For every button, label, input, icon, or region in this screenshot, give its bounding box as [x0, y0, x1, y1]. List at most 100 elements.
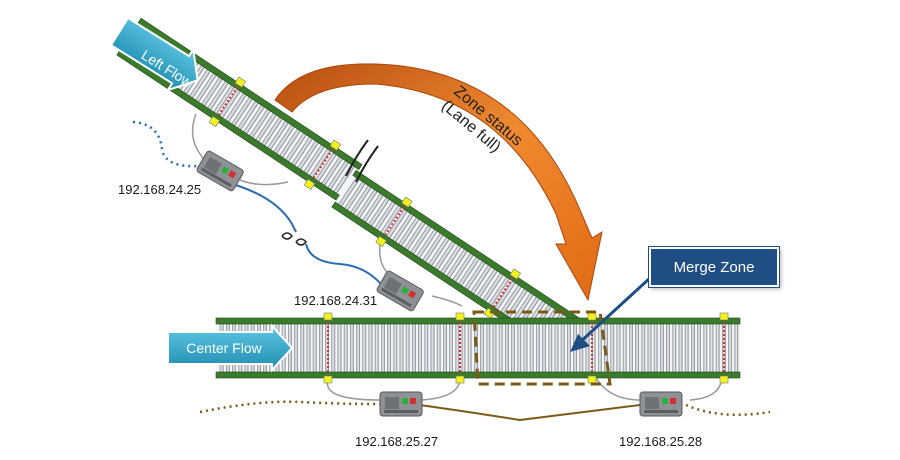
- zone-status-arrow: [274, 63, 603, 302]
- merge-zone-outline: [472, 310, 612, 386]
- sensor: [719, 375, 729, 384]
- roller: [728, 323, 733, 373]
- sensor: [329, 139, 342, 151]
- roller: [660, 323, 664, 373]
- roller: [405, 323, 410, 373]
- roller: [418, 323, 423, 373]
- roller: [647, 323, 652, 373]
- cable-break-mark-2: [295, 238, 307, 246]
- cable-brown-dotted-left: [199, 400, 383, 414]
- roller: [393, 323, 398, 373]
- roller: [598, 323, 602, 373]
- cable-brown-solid: [419, 404, 641, 422]
- sensor: [323, 312, 333, 321]
- roller: [703, 323, 708, 373]
- center-flow-text: Center Flow: [186, 340, 262, 356]
- roller: [542, 323, 547, 373]
- controller-ip-label: 192.168.25.28: [619, 434, 703, 449]
- controller-module: [379, 391, 423, 417]
- roller: [449, 323, 454, 373]
- roller: [461, 323, 466, 373]
- merge-zone-callout: Merge Zone: [649, 247, 779, 287]
- sensor: [719, 312, 729, 321]
- roller: [294, 323, 299, 373]
- roller: [505, 323, 509, 373]
- roller: [368, 323, 373, 373]
- roller: [529, 323, 534, 373]
- center-flow-arrow: [167, 323, 294, 373]
- merge-zone-pointer: [576, 276, 652, 346]
- roller: [672, 323, 677, 373]
- controller-ip-label: 192.168.25.27: [355, 434, 439, 449]
- roller: [337, 323, 342, 373]
- conveyor-rail: [215, 317, 741, 325]
- roller: [678, 323, 683, 373]
- roller: [610, 323, 615, 373]
- roller: [349, 323, 354, 373]
- sensor: [208, 115, 221, 127]
- roller: [554, 323, 559, 373]
- roller: [300, 323, 305, 373]
- roller: [356, 323, 361, 373]
- roller: [734, 323, 739, 373]
- roller: [684, 323, 689, 373]
- roller: [474, 323, 478, 373]
- sensor: [323, 375, 333, 384]
- roller: [567, 323, 571, 373]
- conveyor-rail: [137, 17, 363, 171]
- sensor: [303, 178, 316, 190]
- sensor: [509, 268, 522, 280]
- roller: [442, 323, 447, 373]
- cable-blue-lower: [305, 243, 387, 291]
- cable-blue-upper: [224, 181, 297, 233]
- roller: [715, 323, 720, 373]
- conveyor-break-mark-2: [345, 139, 369, 177]
- roller: [641, 323, 646, 373]
- roller: [399, 323, 404, 373]
- roller: [455, 323, 460, 373]
- sensor: [234, 76, 247, 88]
- roller: [653, 323, 658, 373]
- roller: [436, 323, 441, 373]
- conveyor-break-mark-1: [355, 145, 379, 183]
- sensor: [401, 196, 413, 208]
- sensor: [587, 375, 597, 384]
- roller: [318, 323, 323, 373]
- roller: [536, 323, 540, 373]
- roller: [629, 323, 633, 373]
- sensor: [455, 375, 465, 384]
- controller-module: [639, 391, 683, 417]
- left-flow-arrow: [109, 16, 199, 92]
- roller: [467, 323, 472, 373]
- sensor: [483, 307, 496, 319]
- sensor: [455, 312, 465, 321]
- roller: [635, 323, 640, 373]
- roller: [585, 323, 590, 373]
- sensor: [587, 312, 597, 321]
- roller: [622, 323, 627, 373]
- roller: [691, 323, 695, 373]
- controller-ip-label: 192.168.24.25: [118, 182, 202, 197]
- roller: [480, 323, 485, 373]
- roller: [560, 323, 565, 373]
- roller: [523, 323, 528, 373]
- roller: [343, 323, 348, 373]
- cable-blue-upper-dotted: [132, 120, 201, 168]
- roller: [331, 323, 336, 373]
- merge-zone-label: Merge Zone: [673, 258, 755, 276]
- roller: [306, 323, 311, 373]
- roller: [616, 323, 621, 373]
- roller: [387, 323, 392, 373]
- roller: [486, 323, 491, 373]
- center-flow-label: Center Flow: [172, 334, 276, 362]
- roller: [511, 323, 516, 373]
- controller-module: [196, 150, 244, 192]
- roller: [424, 323, 429, 373]
- roller: [709, 323, 714, 373]
- controller-module: [376, 270, 424, 312]
- sensor: [375, 235, 387, 247]
- roller: [411, 323, 416, 373]
- roller: [666, 323, 671, 373]
- roller: [380, 323, 385, 373]
